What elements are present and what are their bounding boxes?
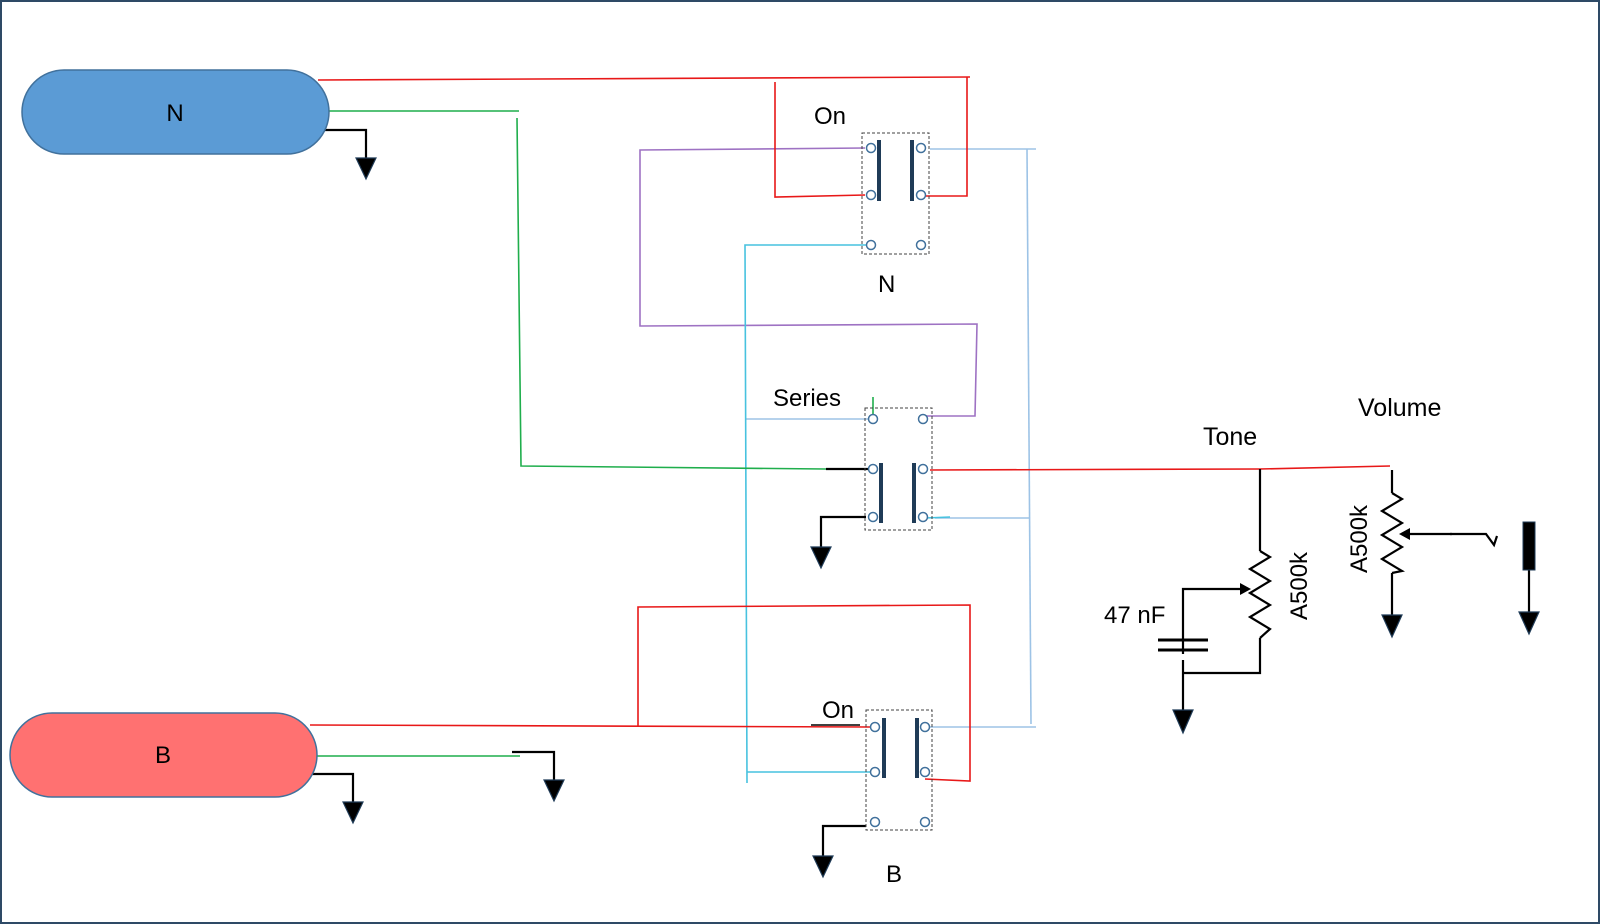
series-switch-box xyxy=(864,407,933,531)
series-switch: Series xyxy=(773,385,933,531)
volume-pot-value: A500k xyxy=(1346,504,1373,573)
tone-control: Tone A500k 47 nF xyxy=(1104,423,1313,652)
tone-pot-resistor xyxy=(1247,550,1273,639)
terminal xyxy=(919,721,931,733)
volume-pot-resistor xyxy=(1379,492,1406,575)
terminal xyxy=(919,816,931,828)
neck-switch-box xyxy=(861,132,930,255)
terminal xyxy=(915,189,927,201)
capacitor-value: 47 nF xyxy=(1104,602,1165,629)
jack-body xyxy=(1522,521,1536,571)
tone-wiper-arrow xyxy=(1240,583,1251,595)
tone-pot-value: A500k xyxy=(1286,551,1313,620)
volume-wiper-arrow xyxy=(1399,528,1410,540)
green-wire xyxy=(315,110,874,757)
series-switch-title: Series xyxy=(773,385,841,412)
ground-wires xyxy=(304,128,1531,856)
bridge-on-switch: On B xyxy=(811,697,933,888)
bridge-pickup-label: B xyxy=(155,742,171,769)
neck-switch-caption: N xyxy=(878,271,895,298)
terminal xyxy=(917,463,929,475)
ground-arrow-bridge xyxy=(342,801,364,825)
purple-wire xyxy=(639,147,978,417)
neck-pickup-body xyxy=(21,69,330,155)
neck-switch-title: On xyxy=(814,103,846,130)
output-jack xyxy=(1522,521,1536,571)
terminal xyxy=(917,511,929,523)
volume-title: Volume xyxy=(1358,394,1441,422)
terminal xyxy=(865,142,877,154)
ground-arrow-series xyxy=(810,546,832,570)
neck-pickup: N xyxy=(21,69,330,155)
bridge-pickup: B xyxy=(9,712,318,798)
light-blue-wire xyxy=(745,148,1036,728)
bridge-switch-caption: B xyxy=(886,861,902,888)
neck-pickup-label: N xyxy=(166,100,183,127)
bridge-pickup-body xyxy=(9,712,318,798)
terminal xyxy=(869,766,881,778)
volume-control: Volume A500k xyxy=(1346,394,1452,575)
ground-arrow-bridge-green xyxy=(543,779,565,803)
ground-arrow-bridge-switch xyxy=(812,855,834,879)
terminal xyxy=(915,142,927,154)
ground-arrows xyxy=(342,157,1540,879)
neck-on-switch: On N xyxy=(814,103,930,298)
bridge-switch-title: On xyxy=(822,697,854,724)
ground-arrow-jack xyxy=(1518,611,1540,636)
ground-arrow-volume xyxy=(1381,614,1403,639)
terminal xyxy=(867,463,879,475)
tone-title: Tone xyxy=(1203,423,1257,451)
terminal xyxy=(915,239,927,251)
terminal xyxy=(919,766,931,778)
terminal xyxy=(865,239,877,251)
terminal xyxy=(867,511,879,523)
terminal xyxy=(865,189,877,201)
terminal xyxy=(867,413,879,425)
ground-arrow-neck xyxy=(355,157,377,181)
terminal xyxy=(917,413,929,425)
red-wire xyxy=(309,76,1391,782)
terminal xyxy=(869,721,881,733)
terminal xyxy=(869,816,881,828)
cyan-wire xyxy=(744,244,951,784)
ground-arrow-tone xyxy=(1172,709,1194,735)
bridge-switch-box xyxy=(865,709,933,831)
